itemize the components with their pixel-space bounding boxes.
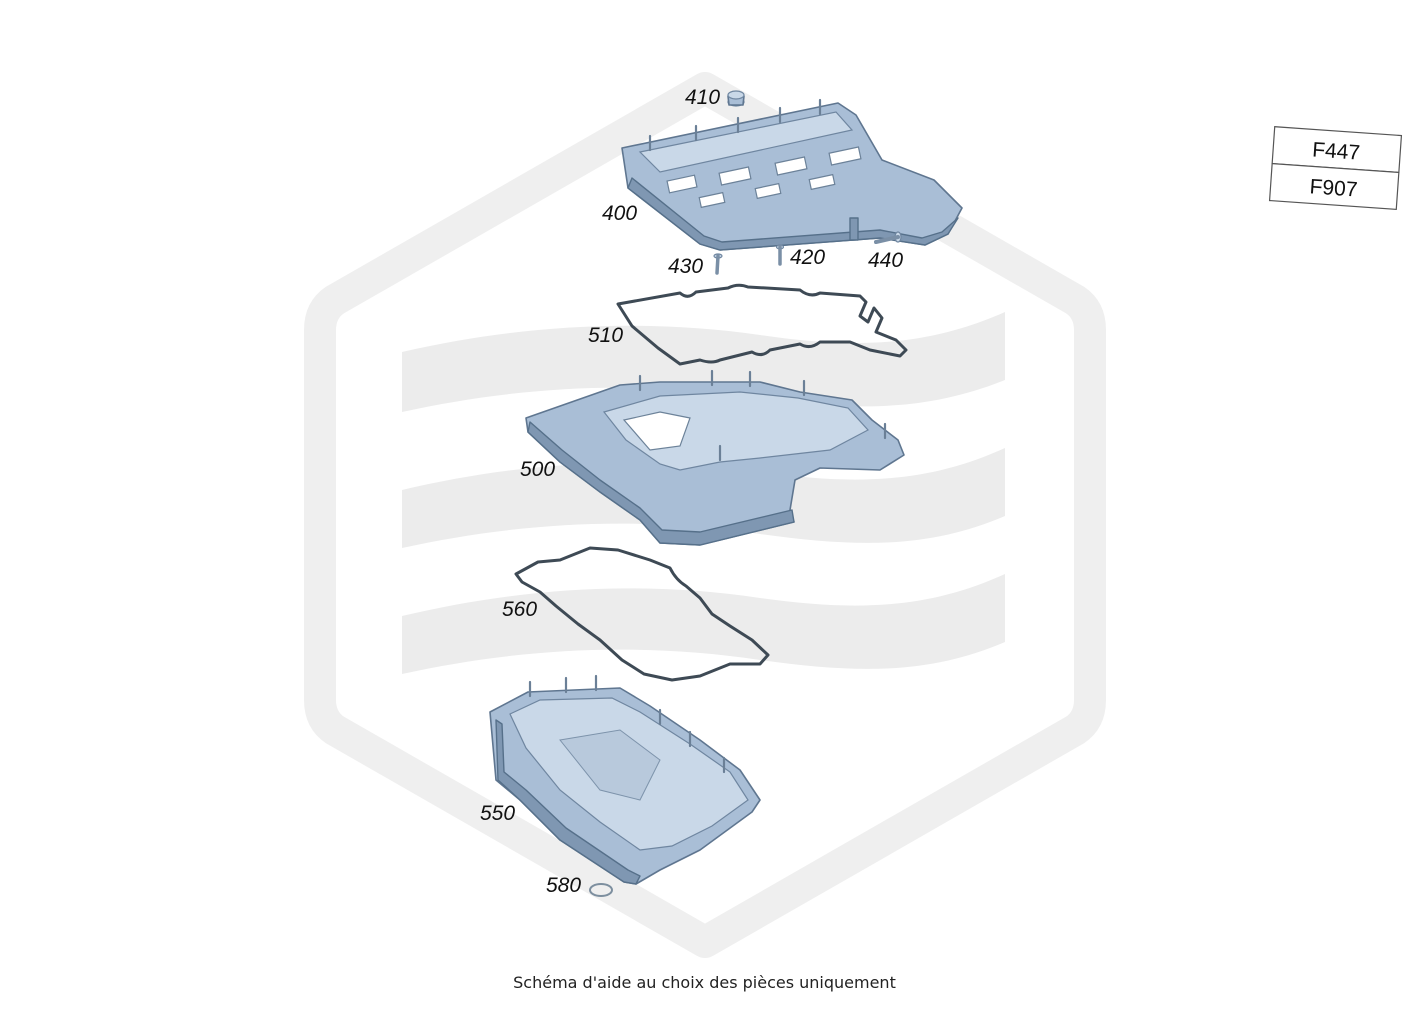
bolt-430-icon (713, 253, 723, 275)
upper-oil-pan-icon (621, 98, 963, 251)
plug-icon (727, 90, 745, 107)
seal-ring-icon (589, 883, 613, 897)
middle-oil-pan-icon (525, 369, 905, 546)
part-label-430: 430 (668, 255, 703, 278)
model-code-1: F447 (1311, 138, 1360, 164)
model-code-table: F447 F907 (1268, 126, 1403, 211)
bolt-440-icon (874, 231, 902, 244)
bolt-420-icon (775, 244, 785, 266)
model-code-2: F907 (1309, 175, 1358, 201)
part-label-510: 510 (588, 324, 623, 347)
part-label-420: 420 (790, 246, 825, 269)
part-label-440: 440 (868, 249, 903, 272)
part-label-580: 580 (546, 874, 581, 897)
part-label-550: 550 (480, 802, 515, 825)
part-label-400: 400 (602, 202, 637, 225)
part-label-410: 410 (685, 86, 720, 109)
diagram-caption: Schéma d'aide au choix des pièces unique… (513, 973, 896, 992)
gasket-560-icon (514, 546, 770, 682)
part-label-560: 560 (502, 598, 537, 621)
gasket-510-icon (616, 283, 908, 366)
part-label-500: 500 (520, 458, 555, 481)
lower-oil-pan-icon (489, 674, 761, 885)
